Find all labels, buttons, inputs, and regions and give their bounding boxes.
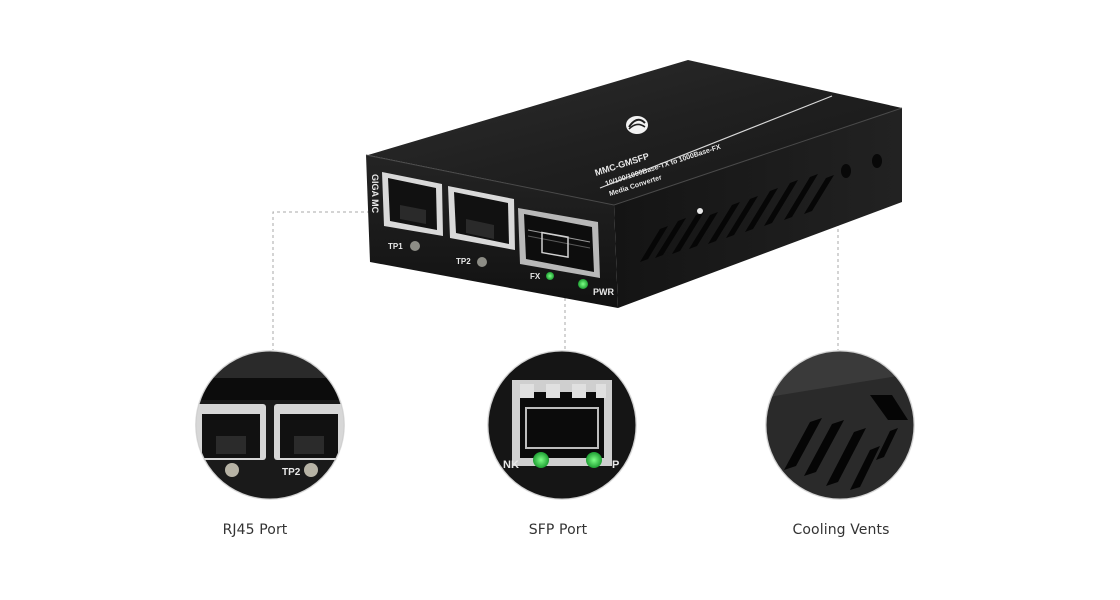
brand-logo-icon [626,116,648,134]
giga-mc-label: GIGA MC [370,174,380,214]
rj45-port-tp2 [448,186,515,267]
zoom-view-rj45: TP2 [195,350,345,500]
lid-highlight-line [599,95,833,189]
side-cooling-vents [640,154,882,262]
zoom-sfp-left-label: NK [503,459,519,471]
vent-callout-dot [697,208,703,214]
sfp-cage [518,208,600,289]
leader-line-rj45 [272,211,370,350]
zoom-view-sfp: NK P [487,350,637,500]
fx-led [546,272,554,280]
pwr-label: PWR [593,287,614,297]
tp1-label: TP1 [388,242,403,251]
pwr-led [578,279,588,289]
caption-cooling-vents: Cooling Vents [792,522,890,538]
fx-label: FX [530,272,541,281]
device-side-panel [614,108,902,308]
rj45-port-tp1 [382,172,443,251]
zoom-tp2-label: TP2 [282,467,301,478]
zoom-view-vents [765,350,915,500]
tp2-led [477,257,487,267]
tp2-label: TP2 [456,257,471,266]
caption-rj45-port: RJ45 Port [222,522,288,538]
caption-sfp-port: SFP Port [528,522,588,538]
tp1-led [410,241,420,251]
zoom-sfp-right-label: P [612,459,619,471]
media-converter-device: MMC-GMSFP 10/100/1000Base-TX to 1000Base… [365,60,903,308]
